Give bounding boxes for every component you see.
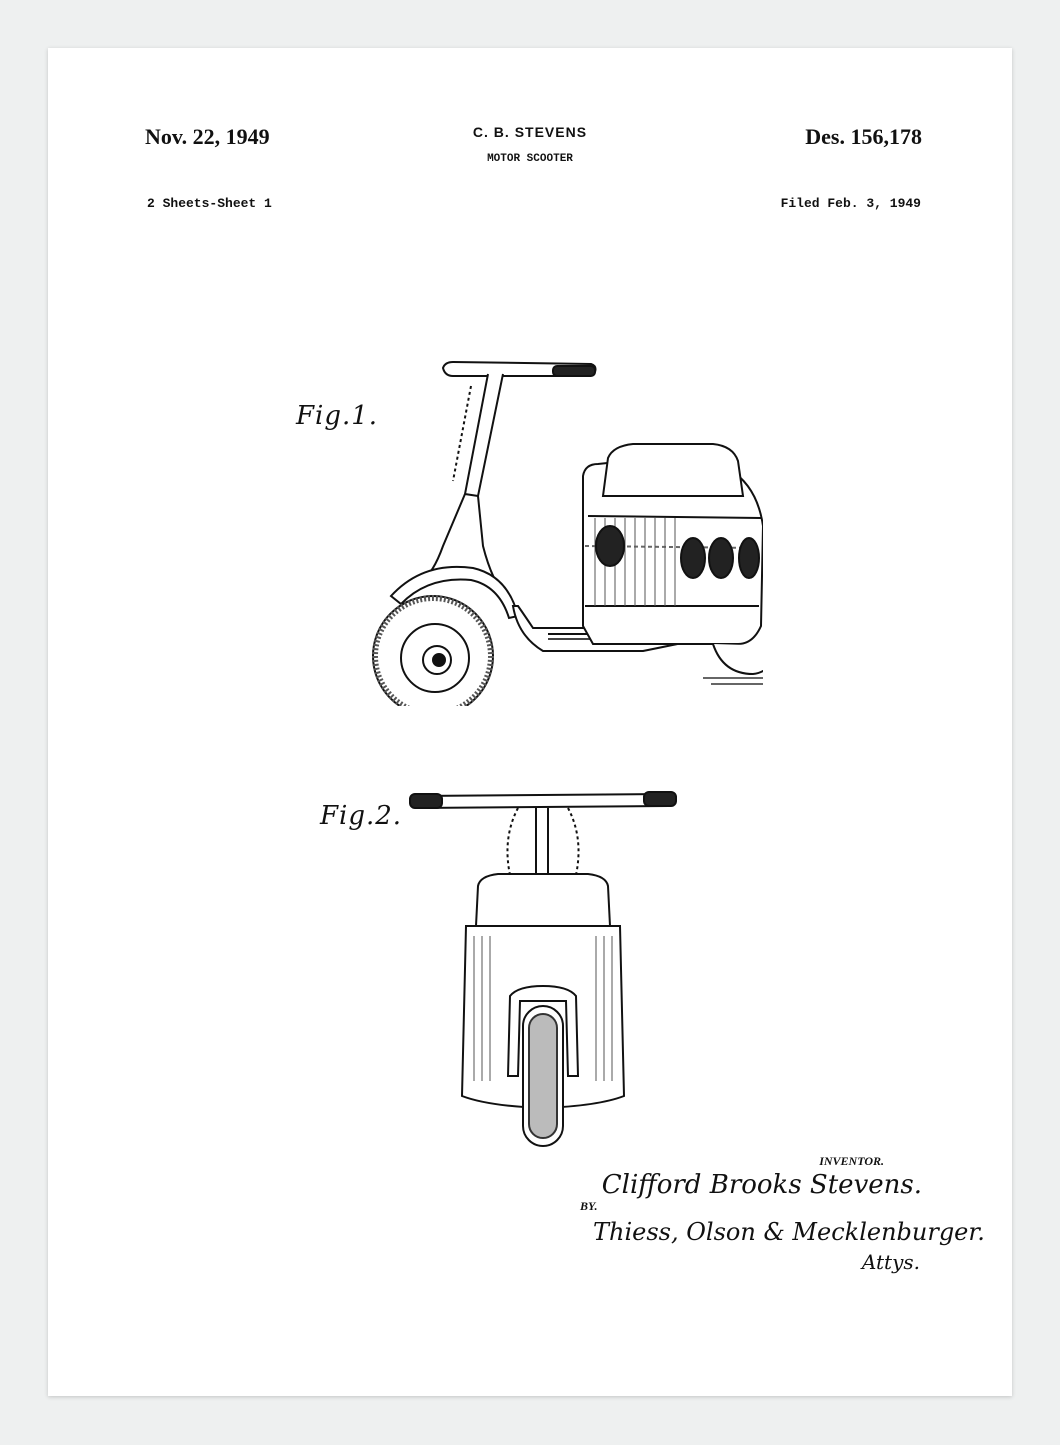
attorney-signature: Thiess, Olson & Mecklenburger. [593,1218,985,1246]
by-label: BY. [580,1199,598,1213]
patent-date: Nov. 22, 1949 [145,124,270,149]
sheet-count: 2 Sheets-Sheet 1 [147,196,272,211]
fig2-label: Fig.2. [320,801,403,831]
attorneys-abbrev: Attys. [861,1250,920,1274]
fig2-scooter-front-view [409,791,677,1147]
fig1-scooter-side-view [372,360,763,706]
inventor-label: INVENTOR. [819,1154,884,1168]
filed-date: Filed Feb. 3, 1949 [780,196,921,211]
inventor-short-name: C. B. STEVENS [472,124,588,140]
patent-sheet: Nov. 22, 1949 C. B. STEVENS MOTOR SCOOTE… [48,48,1012,1396]
inventor-signature: Clifford Brooks Stevens. [601,1170,922,1200]
patent-title: MOTOR SCOOTER [487,153,573,165]
fig1-label: Fig.1. [296,401,379,431]
patent-number: Des. 156,178 [805,124,922,149]
